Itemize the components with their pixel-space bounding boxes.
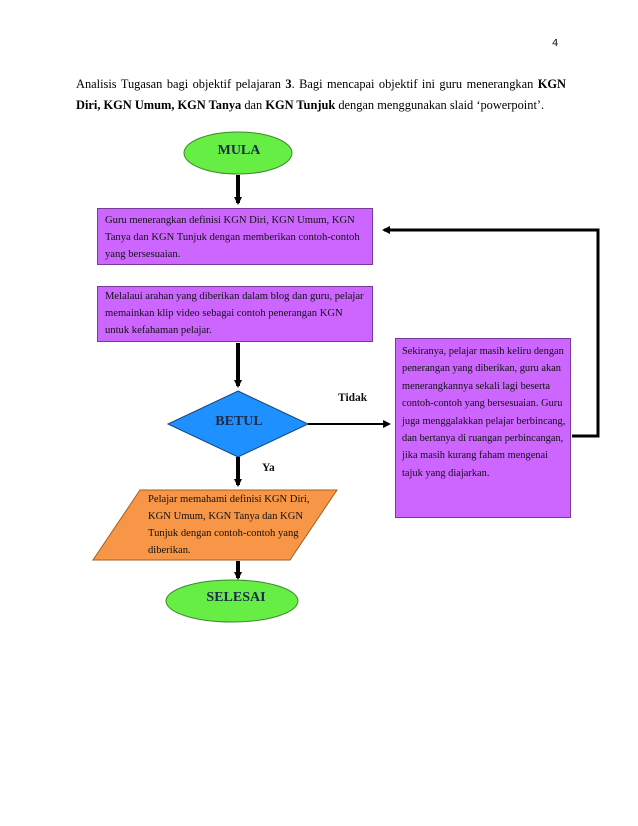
outcome-text: Pelajar memahami definisi KGN Diri, KGN …	[148, 494, 310, 556]
yes-branch-label: Ya	[262, 462, 275, 474]
start-label: MULA	[217, 143, 261, 158]
process-box-explain: Guru menerangkan definisi KGN Diri, KGN …	[97, 208, 373, 265]
process-box-video: Melalaui arahan yang diberikan dalam blo…	[97, 286, 373, 342]
start-terminal	[183, 131, 293, 175]
no-branch-label: Tidak	[338, 392, 368, 404]
end-terminal	[165, 579, 299, 623]
intro-text-7: dengan menggunakan slaid ‘powerpoint’.	[335, 98, 545, 112]
decision-label: BETUL	[215, 414, 263, 429]
intro-text-6: KGN Tunjuk	[265, 98, 336, 112]
remedial-box: Sekiranya, pelajar masih keliru dengan p…	[395, 338, 571, 518]
intro-text-5: dan	[241, 98, 266, 112]
end-label: SELESAI	[206, 590, 266, 605]
page-number: 4	[552, 38, 559, 49]
arrow-remedial-loop-back	[382, 226, 600, 438]
intro-text-3: . Bagi mencapai objektif ini guru menera…	[291, 77, 538, 91]
intro-text-2: 3	[285, 77, 292, 91]
intro-text-1: Analisis Tugasan bagi objektif pelajaran	[76, 77, 286, 91]
outcome-parallelogram	[92, 489, 338, 561]
intro-text-4: KGN Diri, KGN Umum, KGN Tanya	[76, 77, 566, 112]
intro-paragraph: Analisis Tugasan bagi objektif pelajaran…	[76, 74, 566, 116]
